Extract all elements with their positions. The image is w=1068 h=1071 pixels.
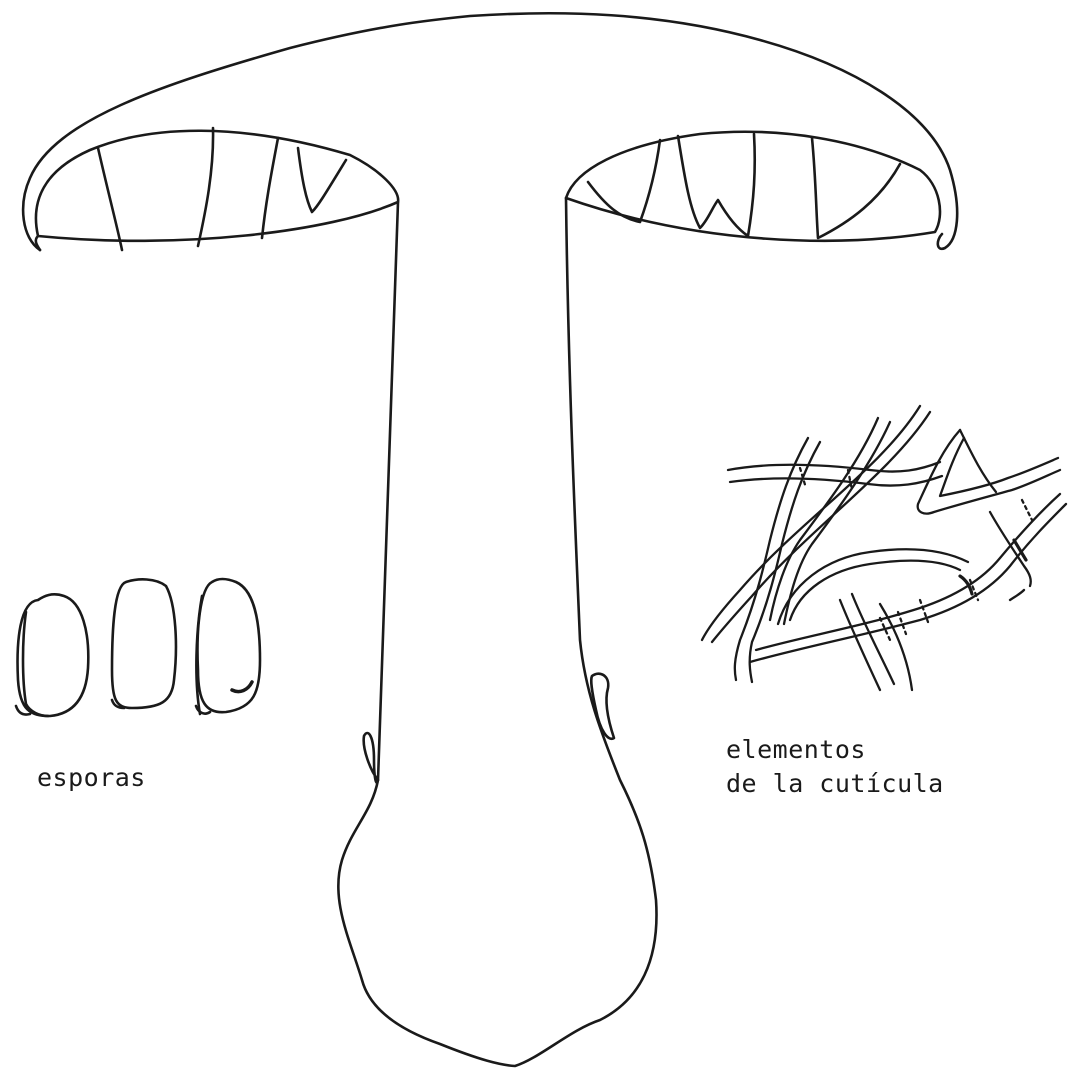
- spores-drawing: [16, 579, 260, 716]
- gill-lines-left: [98, 128, 346, 250]
- spore-2: [112, 579, 176, 708]
- spore-3: [198, 579, 260, 712]
- spore-1: [18, 594, 89, 716]
- spores-label: esporas: [37, 762, 146, 794]
- cuticle-label-line1: elementos: [726, 734, 866, 766]
- cuticle-hyphae-drawing: [702, 406, 1066, 690]
- cuticle-label-line2: de la cutícula: [726, 768, 944, 800]
- gill-lines-right: [588, 134, 900, 238]
- stem-ring-right: [591, 674, 614, 739]
- stem-ring-left: [364, 733, 378, 783]
- mushroom-stem: [338, 198, 656, 1066]
- gills-left: [36, 131, 398, 241]
